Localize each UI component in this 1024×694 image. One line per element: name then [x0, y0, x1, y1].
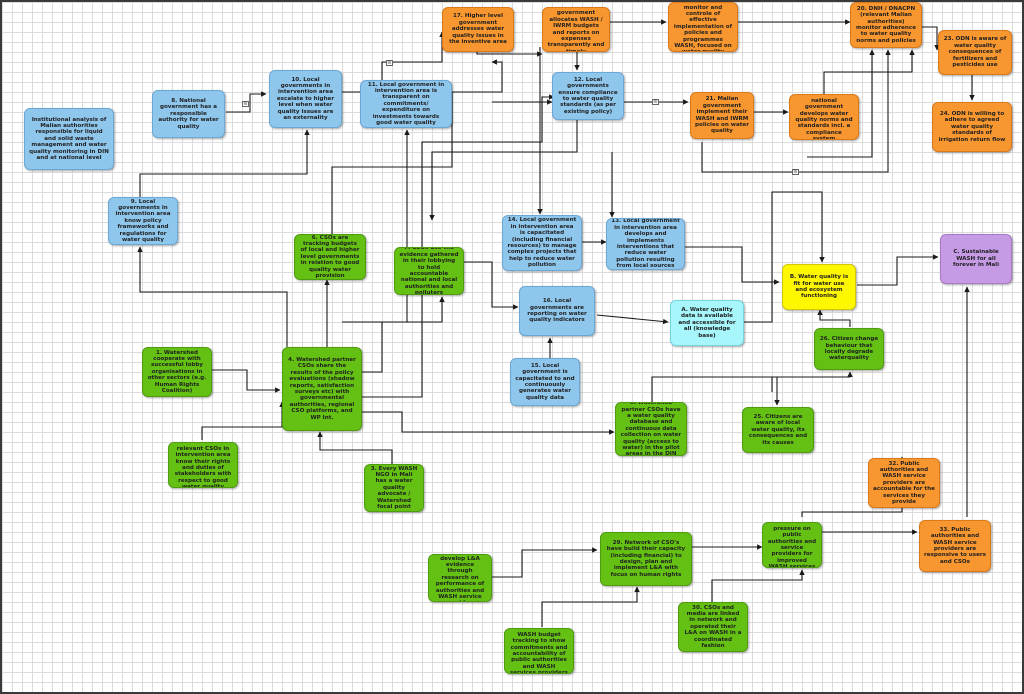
- node-2[interactable]: 2. Selected relevant CSOs in interventio…: [168, 442, 238, 488]
- node-B[interactable]: B. Water quality is fit for water use an…: [782, 264, 856, 310]
- connector: [331, 59, 503, 234]
- connector: [744, 191, 825, 323]
- connector-badge: RI: [386, 60, 393, 66]
- connector: [317, 431, 393, 464]
- node-17[interactable]: 17. Higher level government addresses wa…: [442, 7, 514, 52]
- connector: [362, 94, 555, 398]
- node-23[interactable]: 23. ODN is aware of water quality conseq…: [938, 30, 1012, 75]
- node-29[interactable]: 29. Network of CSO's have build their ca…: [600, 532, 692, 586]
- node-5[interactable]: 5. Watershed partner CSOs have a water q…: [615, 402, 687, 456]
- node-33[interactable]: 33. Public authorities and WASH service …: [919, 520, 991, 572]
- connector: [201, 401, 285, 440]
- node-22[interactable]: 22. Malian national government develops …: [789, 94, 859, 140]
- node-3[interactable]: 3. Every WASH NGO in Mali has a water qu…: [364, 464, 424, 512]
- connector: [342, 129, 410, 323]
- connector: [137, 246, 288, 347]
- connector: [711, 569, 805, 602]
- node-12[interactable]: 12. Local governments ensure compliance …: [552, 72, 624, 120]
- node-24[interactable]: 24. ODN is willing to adhere to agreed w…: [932, 102, 1012, 152]
- node-19[interactable]: 19. DNH / DNACPN monitor and controle of…: [668, 2, 738, 52]
- connector-badge: RI: [242, 101, 249, 107]
- node-6[interactable]: 6. CSOs are tracking budgets of local an…: [294, 234, 366, 280]
- connector: [429, 120, 578, 221]
- node-4[interactable]: 4. Watershed partner CSOs share the resu…: [282, 347, 362, 431]
- node-32[interactable]: 32. Public authorities and WASH service …: [868, 458, 940, 508]
- node-31[interactable]: 31. CSOs exert pressure on public author…: [762, 522, 822, 568]
- connector: [807, 49, 875, 158]
- node-21[interactable]: 21. Malian government implement their WA…: [690, 92, 754, 139]
- connector: [922, 26, 940, 51]
- node-20[interactable]: 20. DNH / DNACPN (relevant Malian author…: [850, 2, 922, 48]
- connector: [362, 296, 445, 373]
- connector-badge: RI: [652, 99, 659, 105]
- node-27[interactable]: 27. CSOs develop L&A evidence through re…: [428, 554, 492, 602]
- node-A[interactable]: A. Water quality data is available and a…: [670, 300, 744, 346]
- node-1[interactable]: 1. Watershed cooperate with successful l…: [142, 347, 212, 397]
- node-7[interactable]: 7. CSOs use the evidence gathered in the…: [394, 247, 464, 295]
- node-30[interactable]: 30. CSOs and media are linked in network…: [678, 602, 748, 652]
- node-28[interactable]: 28. CSOs use WASH budget tracking to sho…: [504, 628, 574, 674]
- node-11[interactable]: 11. Local government in intervention are…: [360, 80, 452, 128]
- connector: [492, 547, 598, 578]
- connector: [771, 371, 853, 392]
- node-10[interactable]: 10. Local governments in intervention ar…: [269, 70, 342, 128]
- connector: [857, 254, 939, 286]
- node-25[interactable]: 25. Citizens are aware of local water qu…: [742, 407, 814, 453]
- connector: [447, 261, 519, 310]
- connector: [685, 246, 780, 285]
- connector: [541, 586, 640, 627]
- node-13[interactable]: 13. Local government in intervention are…: [606, 218, 685, 270]
- connector: [823, 49, 915, 94]
- node-9[interactable]: 9. Local governments in intervention are…: [108, 197, 178, 245]
- connector: [212, 369, 281, 393]
- connector: [651, 376, 780, 406]
- node-15[interactable]: 15. Local government is capacitated to a…: [510, 358, 580, 406]
- connector-badge: RI: [792, 169, 799, 175]
- node-18[interactable]: 18. National government allocates WASH /…: [542, 7, 610, 52]
- node-26[interactable]: 26. Citizen change behaviour that locall…: [814, 328, 884, 370]
- node-14[interactable]: 14. Local government in intervention are…: [502, 215, 582, 271]
- node-C[interactable]: C. Sustainable WASH for all forever in M…: [940, 234, 1012, 284]
- node-institutional-analysis[interactable]: Institutional analysis of Malian authori…: [24, 108, 114, 170]
- connector: [596, 314, 669, 325]
- connector: [139, 129, 310, 197]
- connector: [226, 91, 267, 113]
- node-16[interactable]: 16. Local governments are reporting on w…: [519, 286, 595, 336]
- connector: [817, 309, 851, 327]
- node-8[interactable]: 8. National government has a responsible…: [152, 90, 225, 138]
- connector: [362, 411, 615, 435]
